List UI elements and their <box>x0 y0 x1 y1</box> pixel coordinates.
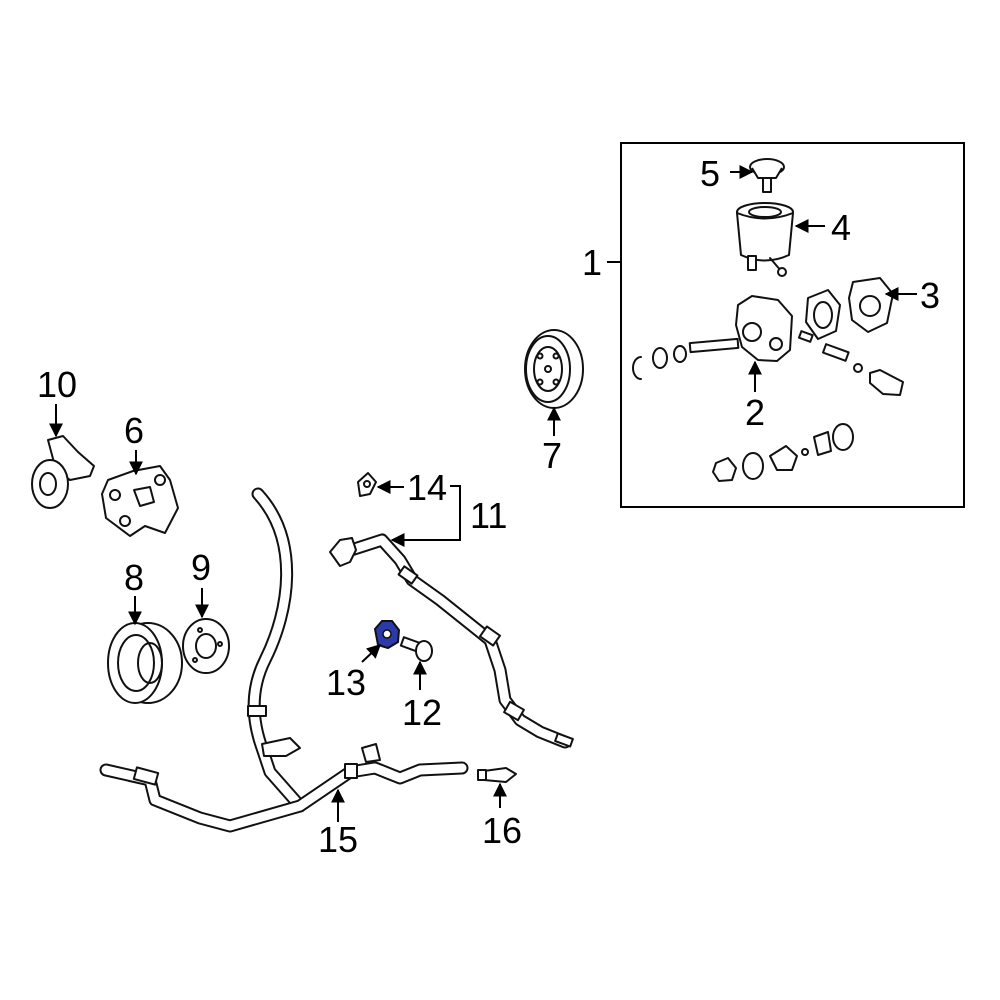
part-11-pressure-hose[interactable] <box>329 533 574 749</box>
callout-3: 3 <box>920 275 940 316</box>
callout-10: 10 <box>37 364 77 405</box>
callout-2: 2 <box>745 392 765 433</box>
part-15-return-hose[interactable] <box>99 487 469 833</box>
part-2-pump-body[interactable] <box>632 295 904 482</box>
leader-13 <box>361 644 382 663</box>
callout-4: 4 <box>831 207 851 248</box>
part-12-bolt[interactable] <box>399 636 433 662</box>
callout-16: 16 <box>482 810 522 851</box>
part-3-pump-cover[interactable] <box>805 277 894 340</box>
callout-8: 8 <box>124 557 144 598</box>
callout-1: 1 <box>582 242 602 283</box>
part-16-fitting[interactable] <box>477 767 517 783</box>
callout-7: 7 <box>542 435 562 476</box>
callout-6: 6 <box>124 410 144 451</box>
part-13-clip[interactable] <box>373 620 401 650</box>
callout-11: 11 <box>470 495 507 536</box>
callout-15: 15 <box>318 819 358 860</box>
part-10-idler-pulley[interactable] <box>31 435 95 509</box>
callout-13: 13 <box>326 662 366 703</box>
bracket-11 <box>450 485 461 541</box>
part-8-crank-pulley[interactable] <box>107 622 183 704</box>
part-7-pump-pulley[interactable] <box>524 329 584 409</box>
part-9-pulley-plate[interactable] <box>182 618 230 674</box>
callout-12: 12 <box>402 692 442 733</box>
callout-14: 14 <box>407 467 447 508</box>
pump-assembly-box <box>620 142 965 508</box>
callout-9: 9 <box>191 547 211 588</box>
part-6-bracket[interactable] <box>101 465 179 537</box>
part-14-fitting[interactable] <box>357 472 377 497</box>
part-4-reservoir[interactable] <box>736 202 794 277</box>
callout-5: 5 <box>700 153 720 194</box>
part-5-reservoir-cap[interactable] <box>749 158 785 193</box>
